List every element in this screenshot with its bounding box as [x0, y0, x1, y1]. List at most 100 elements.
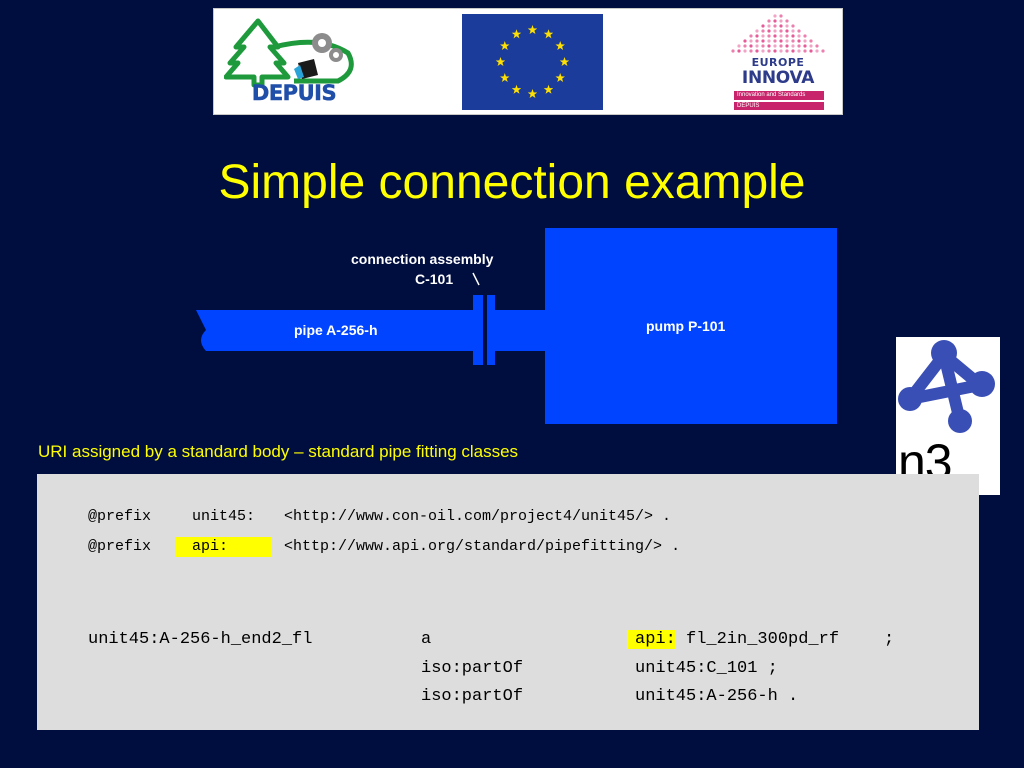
- innova-dot: [779, 34, 783, 38]
- innova-dot: [791, 39, 795, 43]
- innova-innova-text: INNOVA: [741, 68, 815, 88]
- innova-dot: [767, 49, 771, 53]
- eu-star-icon: [500, 41, 510, 51]
- innova-dot: [749, 49, 753, 53]
- innova-dot: [761, 44, 765, 48]
- eu-stars-icon: [495, 25, 570, 99]
- innova-dot: [785, 19, 789, 23]
- flange-left: [473, 295, 483, 365]
- prefix1-keyword: @prefix: [88, 508, 152, 525]
- innova-dot: [785, 44, 789, 48]
- innova-dot: [779, 39, 783, 43]
- prefix2-uri: <http://www.api.org/standard/pipefitting…: [284, 538, 681, 555]
- innova-dot: [767, 24, 771, 28]
- innova-dot: [767, 19, 771, 23]
- triple2-predicate: iso:partOf: [421, 659, 524, 678]
- eu-star-icon: [555, 41, 565, 51]
- innova-dot: [797, 29, 801, 33]
- innova-dot: [761, 29, 765, 33]
- innova-dot: [743, 39, 747, 43]
- innova-dot: [779, 14, 783, 18]
- triple3-object: unit45:A-256-h .: [635, 687, 799, 706]
- prefix1-uri: <http://www.con-oil.com/project4/unit45/…: [284, 508, 672, 525]
- innova-dot: [773, 19, 777, 23]
- triple1-predicate: a: [421, 630, 432, 649]
- innova-dot: [779, 44, 783, 48]
- innova-dot: [809, 44, 813, 48]
- eu-star-icon: [511, 84, 522, 94]
- n3-logo: n3: [896, 337, 1000, 495]
- eu-star-icon: [543, 29, 554, 39]
- innova-dot: [743, 44, 747, 48]
- innova-dot: [791, 49, 795, 53]
- innova-dot: [755, 44, 759, 48]
- innova-dot: [731, 49, 735, 53]
- innova-dot: [737, 49, 741, 53]
- innova-dot: [773, 14, 777, 18]
- innova-dot: [797, 44, 801, 48]
- innova-tagline: Innovation and Standards: [734, 91, 824, 100]
- innova-dot: [785, 24, 789, 28]
- innova-dot: [749, 39, 753, 43]
- innova-dot: [749, 34, 753, 38]
- innova-dot: [809, 49, 813, 53]
- innova-dot: [785, 34, 789, 38]
- innova-dot: [797, 39, 801, 43]
- innova-dot: [755, 29, 759, 33]
- innova-subline: DEPUIS: [734, 102, 824, 110]
- innova-dots-icon: [731, 14, 825, 53]
- innova-dot: [815, 44, 819, 48]
- connection-label: connection assembly: [351, 251, 494, 267]
- innova-dot: [761, 34, 765, 38]
- connection-id-label: C-101: [415, 271, 454, 287]
- triple3-predicate: iso:partOf: [421, 687, 524, 706]
- depuis-wordmark: DEPUIS: [251, 81, 337, 106]
- tree-gear-icon: [223, 18, 354, 88]
- innova-dot: [773, 34, 777, 38]
- prefix1-name: unit45:: [192, 508, 256, 525]
- innova-dot: [815, 49, 819, 53]
- innova-dot: [749, 44, 753, 48]
- innova-dot: [797, 49, 801, 53]
- innova-dot: [785, 49, 789, 53]
- innova-dot: [755, 39, 759, 43]
- innova-dot: [791, 44, 795, 48]
- innova-dot: [791, 34, 795, 38]
- innova-dot: [779, 49, 783, 53]
- pump-label: pump P-101: [646, 318, 726, 334]
- innova-dot: [803, 34, 807, 38]
- innova-dot: [773, 24, 777, 28]
- n3-triangle-icon: [898, 340, 995, 433]
- innova-dot: [791, 24, 795, 28]
- innova-dot: [755, 34, 759, 38]
- europe-innova-logo: EUROPE INNOVA Innovation and Standards D…: [726, 12, 830, 112]
- innova-dot: [743, 49, 747, 53]
- innova-dot: [803, 39, 807, 43]
- prefix2-name-highlighted: api:: [176, 537, 272, 557]
- eu-star-icon: [527, 89, 538, 99]
- innova-dot: [785, 39, 789, 43]
- innova-dot: [773, 44, 777, 48]
- flange-right: [487, 295, 495, 365]
- innova-dot: [779, 24, 783, 28]
- uri-caption: URI assigned by a standard body – standa…: [38, 442, 519, 461]
- triple2-object: unit45:C_101 ;: [635, 659, 778, 678]
- callout-line: [472, 272, 480, 286]
- eu-star-icon: [495, 57, 506, 67]
- eu-star-icon: [511, 29, 522, 39]
- depuis-logo: DEPUIS: [223, 17, 354, 109]
- eu-star-icon: [527, 25, 538, 35]
- innova-dot: [797, 34, 801, 38]
- innova-dot: [767, 29, 771, 33]
- innova-dot: [779, 29, 783, 33]
- eu-star-icon: [500, 73, 510, 83]
- triple-subject: unit45:A-256-h_end2_fl: [88, 630, 313, 649]
- innova-dot: [773, 39, 777, 43]
- innova-dot: [803, 49, 807, 53]
- innova-dot: [761, 24, 765, 28]
- eu-star-icon: [559, 57, 570, 67]
- innova-dot: [779, 19, 783, 23]
- innova-dot: [773, 29, 777, 33]
- innova-dot: [761, 39, 765, 43]
- eu-star-icon: [543, 84, 554, 94]
